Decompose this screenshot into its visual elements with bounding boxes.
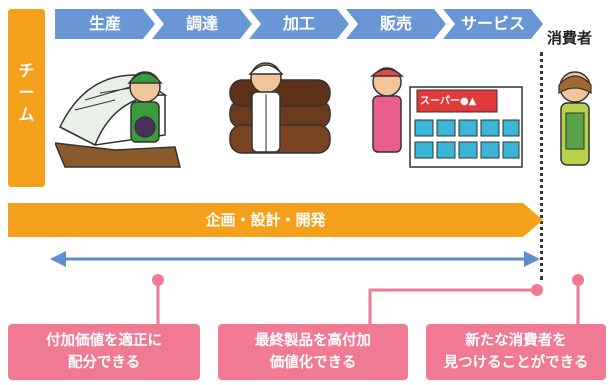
- consumer-label: 消費者: [547, 29, 593, 47]
- consumer-illustration: [558, 71, 592, 166]
- benefit-connectors: [152, 274, 584, 324]
- stage-procurement: 調達: [152, 9, 252, 39]
- stage-service-shape: [443, 9, 543, 39]
- store-sign: スーパー●▲: [420, 96, 477, 107]
- planning-label: 企画・設計・開発: [205, 211, 326, 229]
- stage-service: サービス: [443, 9, 543, 39]
- benefit-high-value-products: 最終製品を高付加 価値化できる: [218, 324, 408, 380]
- stage-procurement-label: 調達: [185, 14, 218, 33]
- team-label: チーム: [18, 61, 35, 124]
- stage-sales: 販売: [346, 9, 446, 39]
- stage-processing: 加工: [249, 9, 349, 39]
- stage-processing-label: 加工: [282, 14, 315, 33]
- processing-worker-illustration: [229, 62, 331, 154]
- stage-procurement-shape: [152, 9, 252, 39]
- stage-production-shape: [55, 9, 155, 39]
- stage-sales-label: 販売: [379, 14, 412, 33]
- stage-sales-shape: [346, 9, 446, 39]
- value-chain-boundary: [540, 52, 543, 280]
- benefit-new-consumers: 新たな消費者を 見つけることができる: [426, 324, 606, 380]
- farmer-greenhouse-illustration: [55, 71, 181, 168]
- store-clerk-illustration: [370, 67, 523, 168]
- team-bar: [8, 9, 45, 187]
- benefit-fair-distribution: 付加価値を適正に 配分できる: [8, 324, 200, 380]
- stage-production: 生産: [55, 9, 155, 39]
- stage-processing-shape: [249, 9, 349, 39]
- stage-service-label: サービス: [460, 14, 525, 33]
- value-chain-span-arrow: [50, 251, 540, 267]
- stage-production-label: 生産: [88, 14, 121, 33]
- planning-arrow: [8, 203, 543, 237]
